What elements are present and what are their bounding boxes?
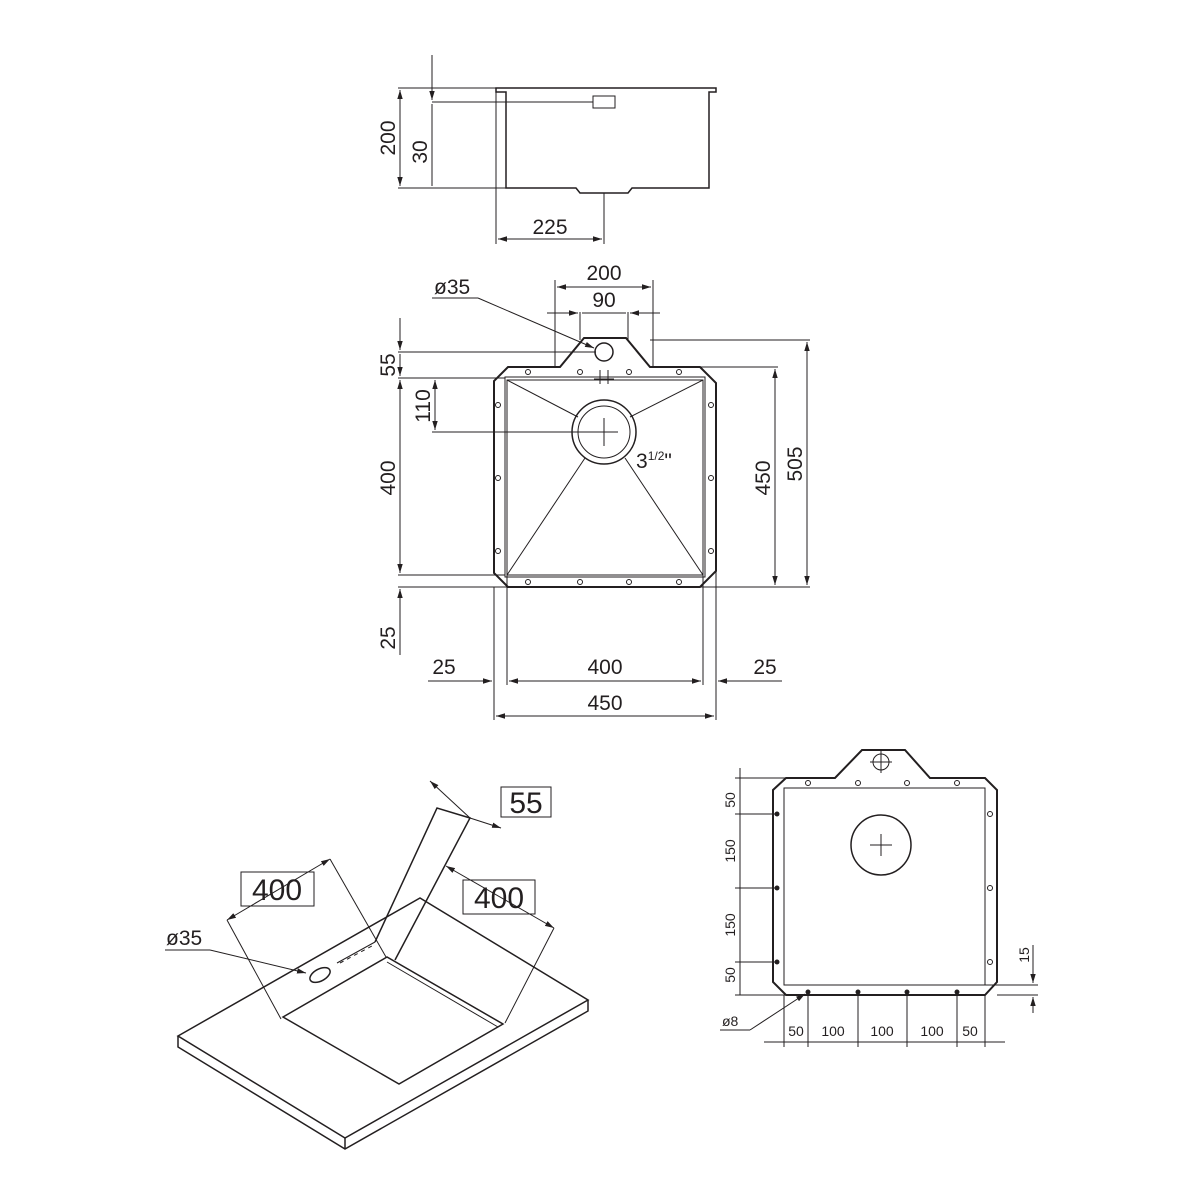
side-height-label: 200 xyxy=(377,120,400,155)
sink-cutout xyxy=(281,956,505,1085)
clip-layout-view: 50 150 150 50 15 50 100 100 100 50 ø8 xyxy=(720,749,1038,1047)
bottom-spacing-label-2: 100 xyxy=(821,1023,845,1039)
bottom-spacing-label-5: 50 xyxy=(962,1023,978,1039)
countertop xyxy=(176,897,590,1150)
overflow-hole xyxy=(594,342,614,384)
overflow-slot xyxy=(592,95,616,109)
iso-bowl-length-label: 400 xyxy=(474,882,524,915)
outer-width-label: 450 xyxy=(587,692,622,715)
side-spacing-label-2: 150 xyxy=(722,839,738,863)
drain-size-label: 31/2" xyxy=(636,449,672,473)
drain-offset-label: 110 xyxy=(412,389,435,422)
mounting-holes xyxy=(495,369,714,585)
sink-side-profile xyxy=(495,87,717,194)
iso-overflow-diameter-label: ø35 xyxy=(166,927,202,950)
side-drain-offset-label: 225 xyxy=(532,216,567,239)
overflow-spout xyxy=(309,807,472,984)
bottom-spacing-label-4: 100 xyxy=(920,1023,944,1039)
clip-holes xyxy=(774,780,993,995)
side-spacing-label-1: 50 xyxy=(722,792,738,808)
top-view: 31/2" 200 90 ø35 55 110 400 25 xyxy=(377,262,810,720)
side-view: 200 30 225 xyxy=(377,55,717,244)
iso-flange-depth-label: 55 xyxy=(509,787,542,820)
overflow-spacing-label: 90 xyxy=(592,289,615,312)
outer-height-label: 450 xyxy=(752,460,775,495)
inner-height-label: 400 xyxy=(377,460,400,495)
total-height-label: 505 xyxy=(784,446,807,481)
side-overflow-label: 30 xyxy=(409,140,432,163)
left-margin-label: 25 xyxy=(432,656,455,679)
inner-width-label: 400 xyxy=(587,656,622,679)
bottom-offset-label: 15 xyxy=(1016,947,1032,963)
clip-outline xyxy=(772,749,998,996)
bottom-margin-label: 25 xyxy=(377,626,400,649)
bottom-spacing-label-1: 50 xyxy=(788,1023,804,1039)
bottom-spacing-label-3: 100 xyxy=(870,1023,894,1039)
side-spacing-label-4: 50 xyxy=(722,967,738,983)
side-spacing-label-3: 150 xyxy=(722,913,738,937)
right-margin-label: 25 xyxy=(753,656,776,679)
dim-box-55 xyxy=(500,786,552,818)
isometric-view: 55 400 400 ø35 xyxy=(165,780,590,1150)
sink-outline xyxy=(493,337,717,588)
flange-width-label: 200 xyxy=(586,262,621,285)
flange-height-label: 55 xyxy=(377,353,400,376)
hole-diameter-label: ø8 xyxy=(722,1013,739,1029)
overflow-diameter-label: ø35 xyxy=(434,276,470,299)
